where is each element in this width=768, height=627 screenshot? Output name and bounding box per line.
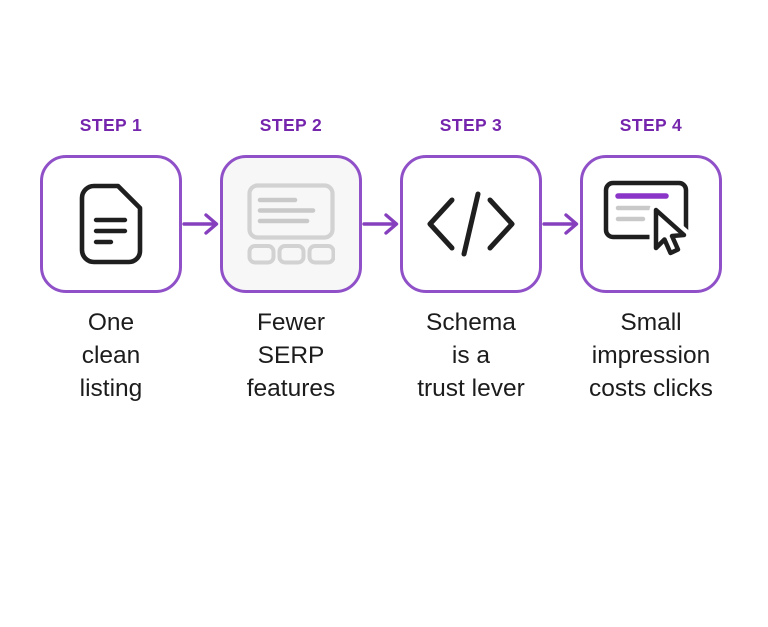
caption-line: features (246, 375, 336, 402)
arrow-right-icon (542, 213, 579, 235)
connector-1 (182, 212, 220, 236)
serp-features-icon (247, 183, 335, 265)
step-2-label: STEP 2 (259, 115, 323, 135)
step-1-label: STEP 1 (79, 115, 143, 135)
infographic-canvas: STEP 1 STEP 2 STEP 3 STEP 4 (0, 115, 768, 627)
caption-line: Schema (426, 309, 516, 336)
step-1-box (40, 155, 182, 293)
step-2-caption: Fewer SERP features (220, 306, 362, 405)
arrow-right-icon (182, 213, 219, 235)
caption-line: costs clicks (589, 375, 713, 402)
connector-2 (362, 212, 400, 236)
connector-3 (542, 212, 580, 236)
step-3-label: STEP 3 (439, 115, 503, 135)
step-4-label: STEP 4 (619, 115, 683, 135)
step-4-box (580, 155, 722, 293)
caption-line: is a (451, 342, 491, 369)
code-schema-icon (427, 191, 515, 257)
document-icon (79, 183, 143, 265)
step-4-caption: Small impression costs clicks (580, 306, 722, 405)
step-3-caption: Schema is a trust lever (400, 306, 542, 405)
caption-line: trust lever (417, 375, 525, 402)
caption-line: listing (79, 375, 143, 402)
step-flow: STEP 1 STEP 2 STEP 3 STEP 4 (40, 115, 722, 405)
caption-line: One (87, 309, 135, 336)
caption-line: Small (620, 309, 682, 336)
caption-line: clean (81, 342, 141, 369)
step-2-box (220, 155, 362, 293)
caption-line: Fewer (256, 309, 326, 336)
card-cursor-icon (603, 180, 691, 260)
caption-line: SERP (257, 342, 325, 369)
arrow-right-icon (362, 213, 399, 235)
caption-line: impression (591, 342, 711, 369)
step-3-box (400, 155, 542, 293)
step-1-caption: One clean listing (40, 306, 182, 405)
